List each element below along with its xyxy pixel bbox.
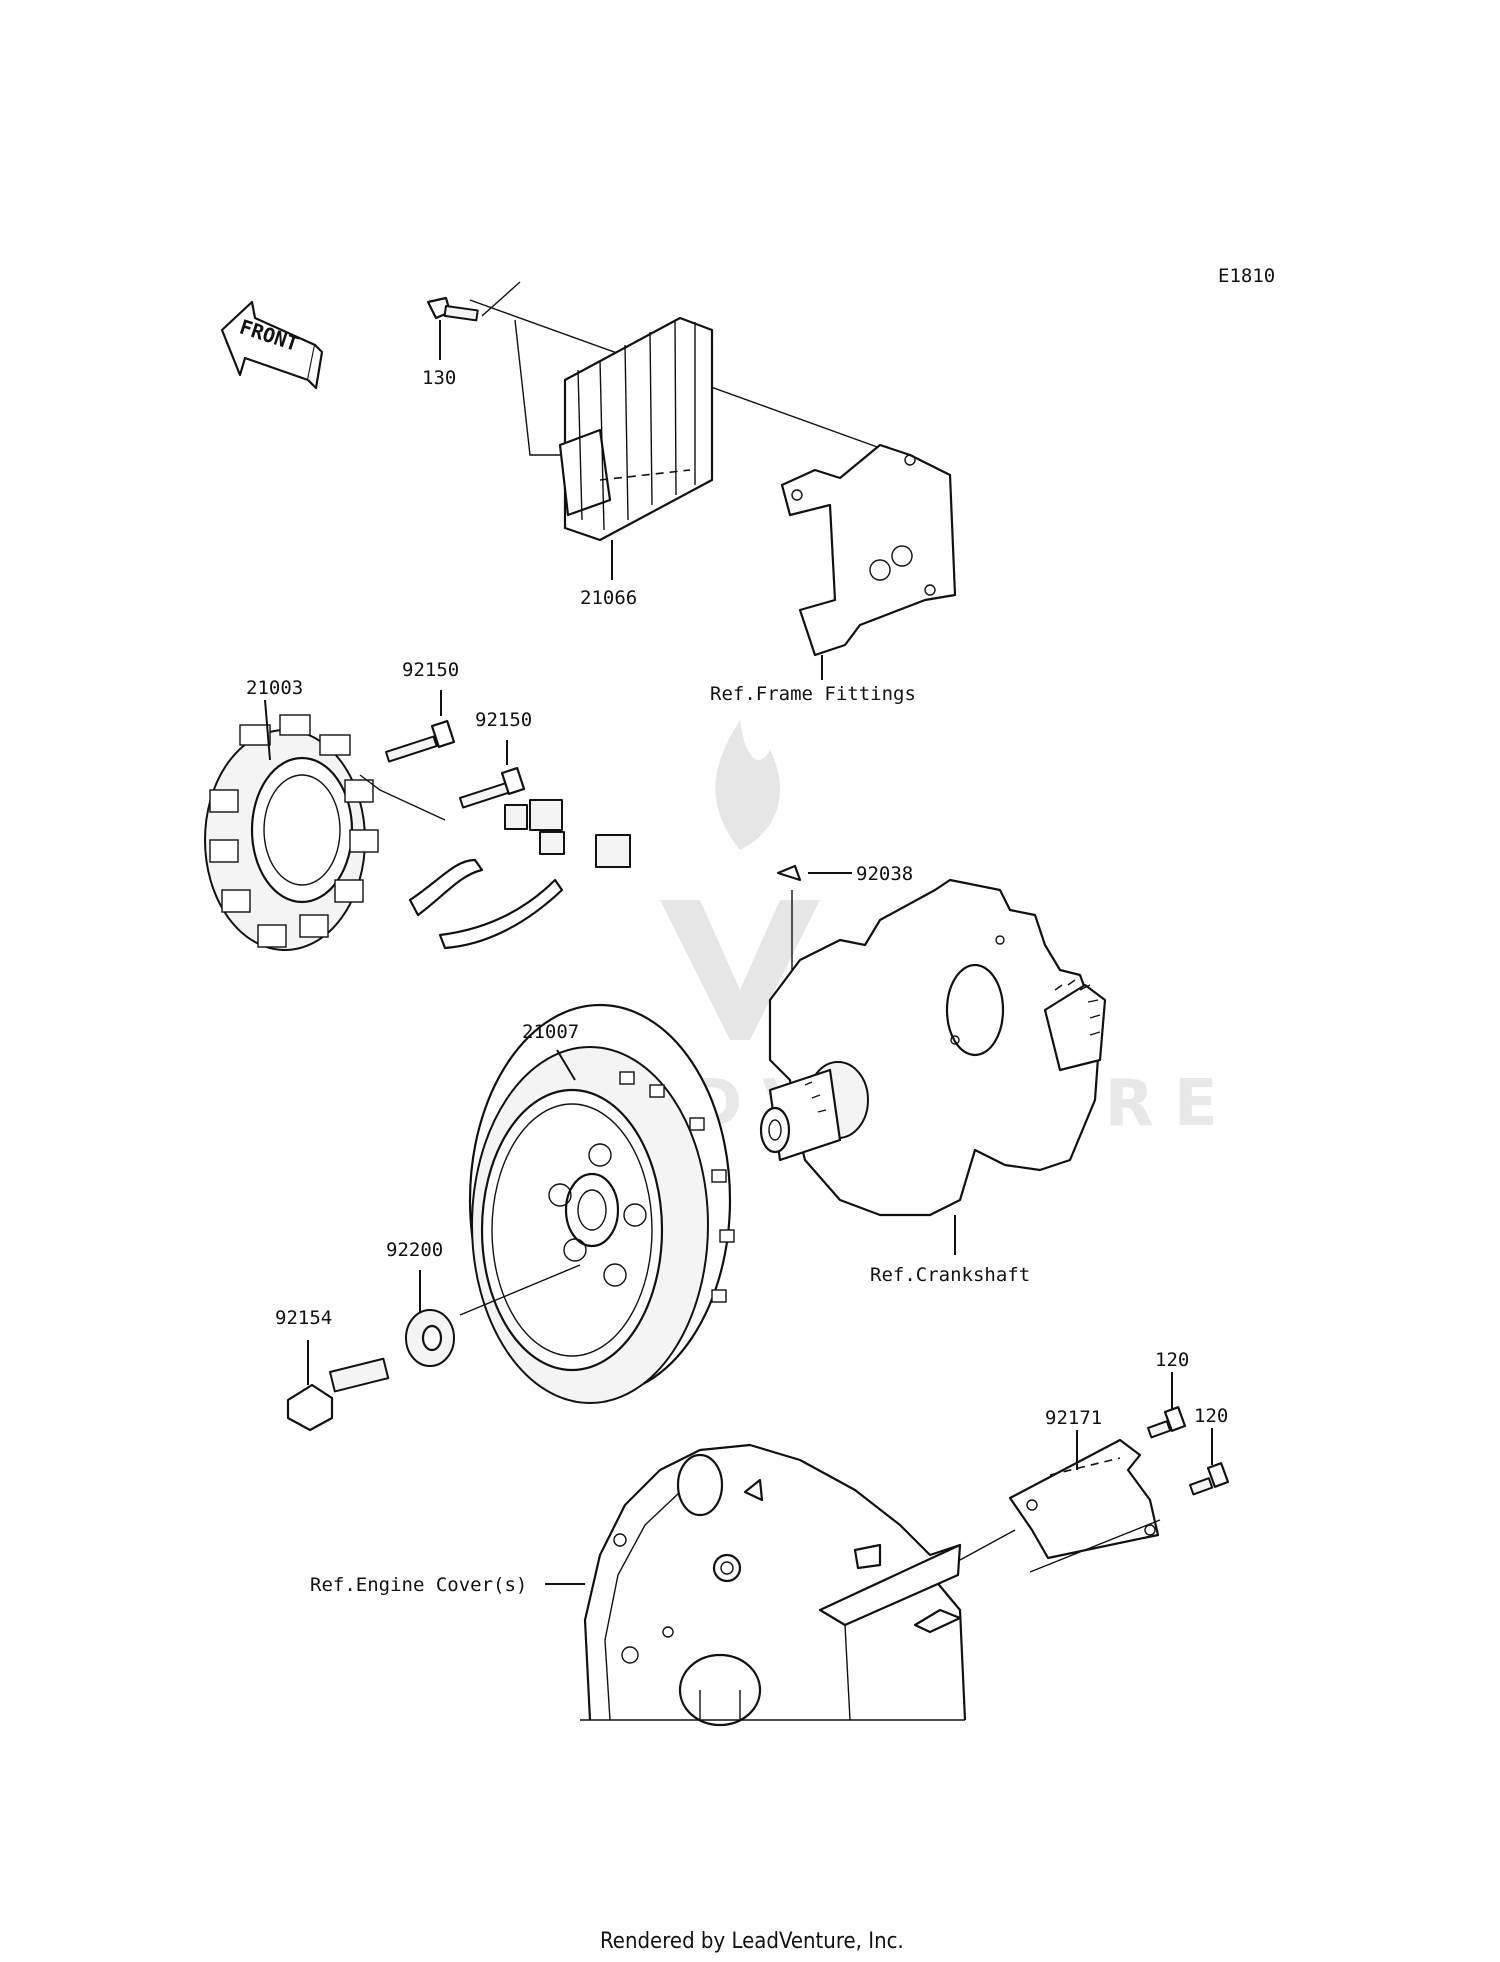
label-92150-a: 92150 <box>402 659 459 681</box>
label-92154: 92154 <box>275 1307 332 1329</box>
washer-icon <box>405 1309 455 1367</box>
rotor-bolt-line <box>459 1264 581 1316</box>
front-arrow-icon: FRONT <box>220 300 324 390</box>
label-120-a: 120 <box>1155 1349 1189 1371</box>
stator-icon <box>204 714 631 951</box>
label-21003: 21003 <box>246 677 303 699</box>
bolt-92154-icon <box>286 1357 390 1432</box>
crankshaft-icon <box>759 878 1107 1217</box>
frame-bracket-icon <box>780 443 957 657</box>
screw-92150-a-icon <box>385 719 456 763</box>
label-130: 130 <box>422 367 456 389</box>
label-92038: 92038 <box>856 863 913 885</box>
label-21007: 21007 <box>522 1021 579 1043</box>
footer-credit: Rendered by LeadVenture, Inc. <box>600 1929 904 1954</box>
leader-21003 <box>264 699 271 761</box>
screw-120-a-icon <box>1147 1406 1187 1439</box>
diagram-code: E1810 <box>1218 265 1275 287</box>
label-120-b: 120 <box>1194 1405 1228 1427</box>
label-92150-b: 92150 <box>475 709 532 731</box>
leader-21007 <box>556 1049 576 1081</box>
regulator-rectifier-icon <box>514 316 714 542</box>
engine-cover-icon <box>580 1443 967 1727</box>
woodruff-key-icon <box>776 864 802 882</box>
flywheel-rotor-icon <box>468 1003 735 1404</box>
label-92171: 92171 <box>1045 1407 1102 1429</box>
cover-plate-icon <box>959 1438 1161 1573</box>
label-ref-engine-cover: Ref.Engine Cover(s) <box>310 1574 527 1596</box>
label-92200: 92200 <box>386 1239 443 1261</box>
label-ref-crankshaft: Ref.Crankshaft <box>870 1264 1030 1286</box>
screw-92150-b-icon <box>459 766 526 809</box>
label-ref-frame-fittings: Ref.Frame Fittings <box>710 683 916 705</box>
screw-120-b-icon <box>1189 1462 1230 1496</box>
screw-leader-lines <box>359 774 446 821</box>
label-21066: 21066 <box>580 587 637 609</box>
bolt-130-icon <box>426 281 881 449</box>
